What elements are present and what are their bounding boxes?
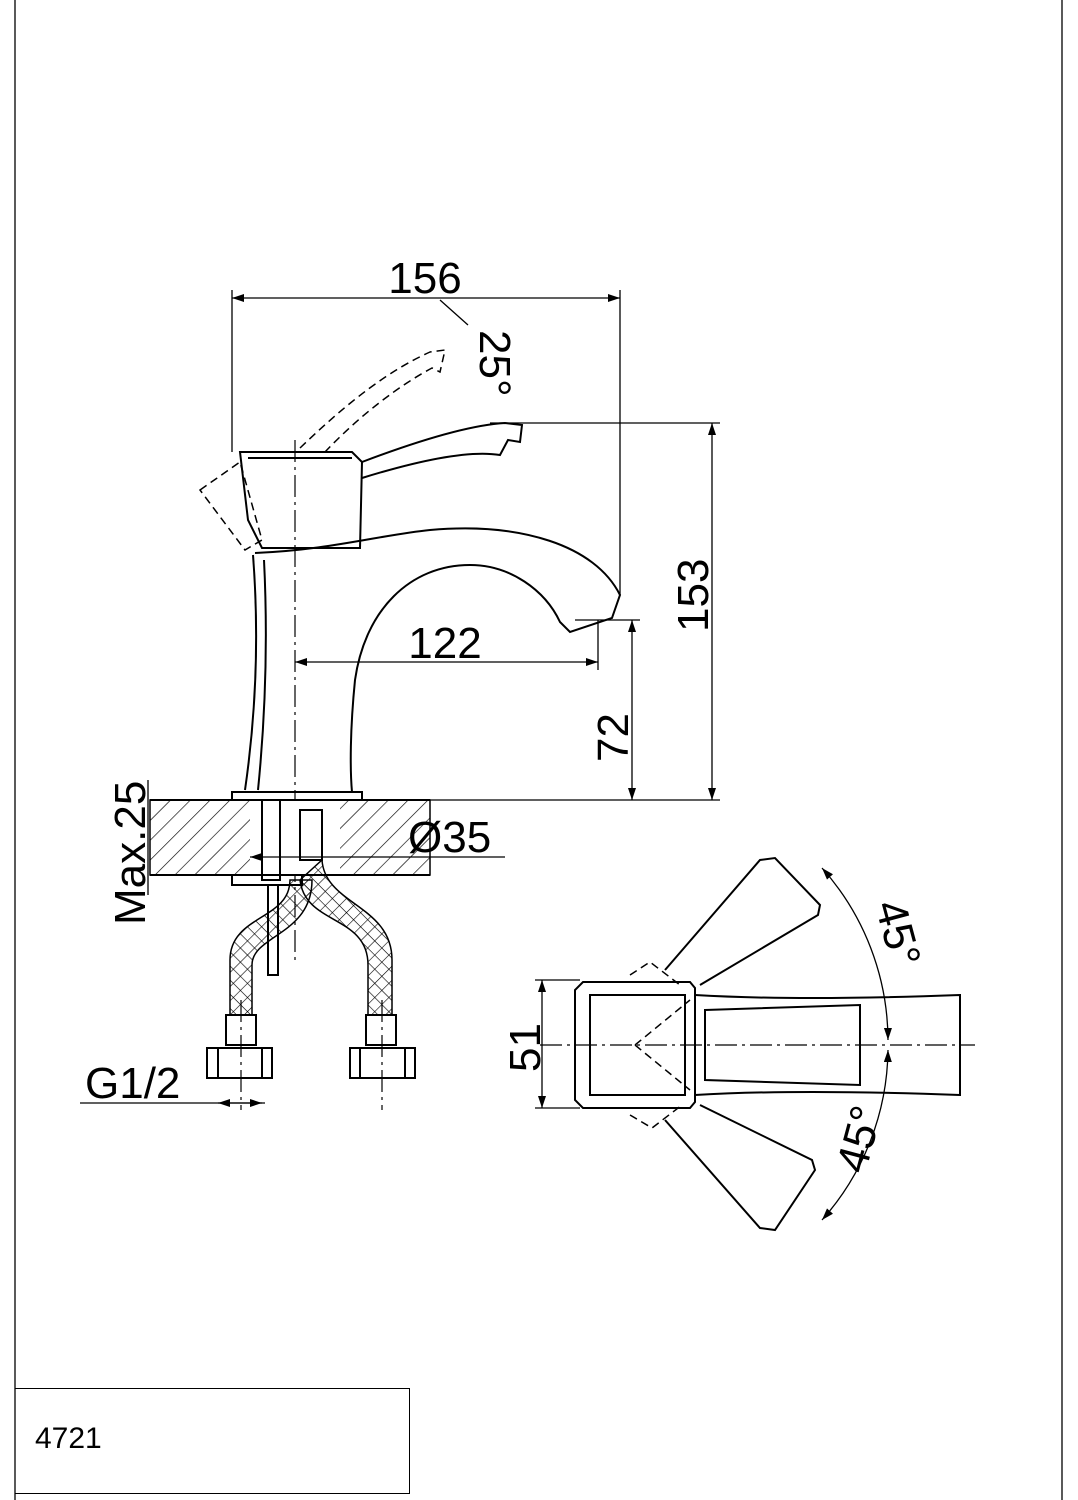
side-view [149, 349, 622, 1110]
top-view [535, 856, 975, 1232]
dim-mounting-hole: Ø35 [408, 813, 491, 862]
dim-spout-height: 72 [589, 713, 638, 762]
dim-rotation-angle-lower: 45° [827, 1101, 892, 1178]
dim-overall-width: 156 [388, 254, 461, 303]
title-block [15, 1388, 410, 1494]
hose-right [299, 858, 393, 1016]
dim-lever-angle: 25° [470, 330, 519, 397]
side-view-dimensions [80, 290, 720, 1107]
dim-overall-height: 153 [669, 559, 718, 632]
dim-max-deck-thickness: Max.25 [106, 781, 155, 925]
model-number: 4721 [35, 1422, 102, 1455]
hose-left [229, 879, 313, 1016]
dim-spout-reach: 122 [408, 619, 481, 668]
dim-connection-thread: G1/2 [85, 1059, 180, 1108]
dim-body-width: 51 [501, 1023, 550, 1072]
